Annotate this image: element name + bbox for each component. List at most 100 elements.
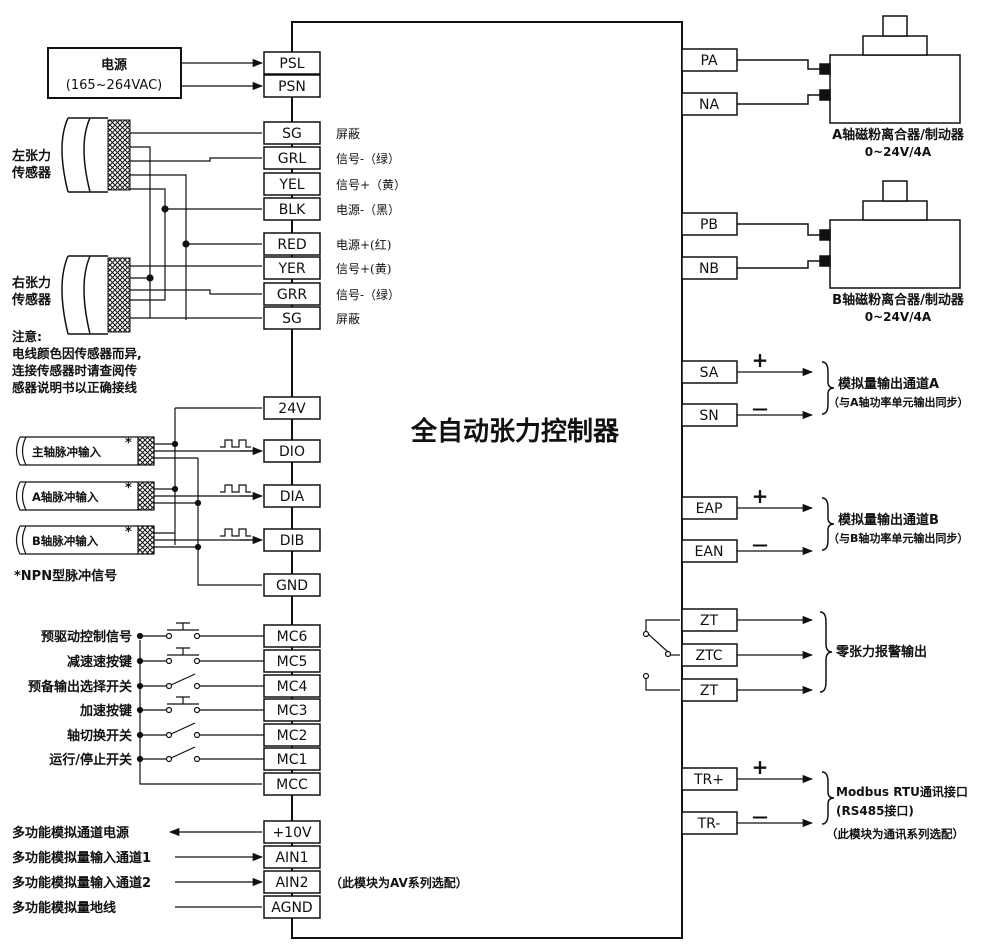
terminal-mc4-label: MC4 [277, 679, 308, 695]
terminal-sa: SA [681, 360, 738, 384]
terminal-eap: EAP [681, 496, 738, 520]
terminal-trn-label: TR- [697, 816, 721, 832]
terminal-ztc-label: ZTC [695, 648, 722, 664]
analog-gnd-label: 多功能模拟量地线 [12, 900, 116, 916]
terminal-ean-label: EAN [695, 544, 724, 560]
terminal-pa-label: PA [700, 53, 718, 69]
terminal-yer-desc: 信号+(黄) [336, 262, 391, 276]
clutch-a-drawing [737, 15, 961, 124]
mc-switch-6: 运行/停止开关 [49, 746, 264, 768]
terminal-ain2: AIN2 [263, 870, 321, 894]
terminal-sg1-label: SG [282, 126, 302, 142]
analog-out-b-note: （与B轴功率单元输出同步） [828, 531, 968, 545]
analog-power-label: 多功能模拟通道电源 [12, 825, 129, 841]
modbus-note: （此模块为通讯系列选配） [826, 827, 964, 841]
note-line-1: 注意: [12, 329, 42, 344]
terminal-mcc-label: MCC [276, 777, 308, 793]
terminal-red-label: RED [277, 237, 306, 253]
left-sensor-label: 左张力 [12, 148, 51, 164]
mc-switch-1: 预驱动控制信号 [41, 622, 264, 645]
tr-plus: + [752, 755, 769, 779]
terminal-gnd: GND [263, 573, 321, 597]
mc-label-2: 减速速按键 [67, 654, 132, 670]
terminal-mc6-label: MC6 [277, 629, 308, 645]
terminal-mc2: MC2 [263, 723, 321, 747]
clutch-b-spec: 0~24V/4A [865, 310, 932, 324]
sa-plus: + [752, 348, 769, 372]
tr-minus: — [752, 807, 768, 826]
terminal-psl-label: PSL [279, 56, 304, 72]
terminal-mc1: MC1 [263, 747, 321, 771]
terminal-red: RED 电源+(红) [263, 232, 391, 256]
right-sensor-label-2: 传感器 [11, 292, 52, 308]
terminal-na: NA [681, 92, 738, 116]
terminal-agnd-label: AGND [271, 900, 312, 916]
controller-body [291, 21, 683, 939]
terminal-dio: DIO [263, 439, 321, 463]
terminal-zt2: ZT [681, 678, 738, 702]
analog-in1-label: 多功能模拟量输入通道1 [12, 850, 151, 866]
modbus-rs485: (RS485接口) [836, 803, 914, 818]
pulse-input-cables [15, 407, 262, 586]
terminal-ain1-label: AIN1 [275, 850, 308, 866]
terminal-zt1-label: ZT [700, 613, 719, 629]
left-sensor-label-2: 传感器 [11, 165, 52, 181]
analog-out-a-note: （与A轴功率单元输出同步） [828, 395, 969, 409]
mc-label-5: 轴切换开关 [67, 728, 132, 744]
terminal-dia-label: DIA [280, 489, 305, 505]
mc-switch-4: 加速按键 [79, 696, 264, 719]
power-source-box [47, 47, 182, 99]
terminal-sn-label: SN [699, 408, 718, 424]
terminal-psl: PSL [263, 51, 321, 75]
terminal-yer-label: YER [277, 261, 305, 277]
mc-switch-2: 减速速按键 [67, 647, 264, 670]
terminal-yel-label: YEL [278, 177, 304, 193]
pulse-star-1: * [125, 436, 132, 451]
terminal-mc3-label: MC3 [277, 703, 308, 719]
terminal-zt2-label: ZT [700, 683, 719, 699]
av-series-note: （此模块为AV系列选配） [330, 875, 468, 890]
terminal-zt1: ZT [681, 608, 738, 632]
terminal-grr-desc: 信号-（绿） [336, 287, 400, 302]
terminal-ean: EAN [681, 539, 738, 563]
power-label: 电源 [101, 57, 127, 73]
clutch-a-spec: 0~24V/4A [865, 145, 932, 159]
wiring-note: 注意: 电线颜色因传感器而异, 连接传感器时请查阅传 感器说明书以正确接线 [12, 329, 142, 395]
mc-switch-5: 轴切换开关 [67, 722, 264, 744]
terminal-v24-label: 24V [278, 401, 306, 417]
right-terminal-block: PA NA PB NB SA SN EAP EAN ZT ZTC ZT TR+ TR- [681, 48, 738, 835]
terminal-mcc: MCC [263, 772, 321, 796]
terminal-v24: 24V [263, 396, 321, 420]
terminal-nb: NB [681, 256, 738, 280]
power-voltage: (165~264VAC) [66, 78, 162, 93]
terminal-yer: YER 信号+(黄) [263, 256, 391, 280]
zero-alarm-label: 零张力报警输出 [835, 644, 927, 660]
mc-switch-3: 预备输出选择开关 [28, 673, 264, 695]
left-sensor-cable [61, 117, 131, 193]
npn-note: *NPN型脉冲信号 [14, 568, 117, 584]
terminal-pb-label: PB [700, 217, 718, 233]
controller-title: 全自动张力控制器 [410, 416, 620, 447]
terminal-red-desc: 电源+(红) [336, 237, 391, 252]
pulse-star-2: * [125, 481, 132, 496]
terminal-psn-label: PSN [278, 79, 306, 95]
terminal-mc4: MC4 [263, 674, 321, 698]
terminal-trp: TR+ [681, 767, 738, 791]
sn-minus: — [752, 399, 768, 418]
zero-tension-relay [642, 619, 680, 691]
analog-out-b-label: 模拟量输出通道B [838, 512, 939, 528]
terminal-p10v-label: +10V [272, 825, 312, 841]
terminal-psn: PSN [263, 74, 321, 98]
terminal-na-label: NA [699, 97, 719, 113]
analog-out-a-label: 模拟量输出通道A [838, 376, 939, 392]
terminal-dio-label: DIO [279, 444, 305, 460]
terminal-pb: PB [681, 212, 738, 236]
terminal-pa: PA [681, 48, 738, 72]
